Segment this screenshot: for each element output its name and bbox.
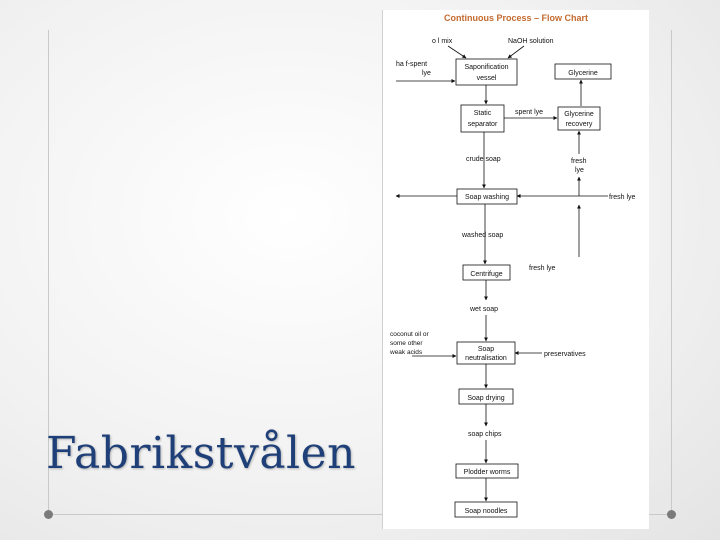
box-neutral-l2: neutralisation bbox=[465, 355, 507, 362]
box-neutral-l1: Soap bbox=[478, 346, 494, 353]
label-preservatives: preservatives bbox=[544, 351, 586, 358]
box-soap-washing-label: Soap washing bbox=[465, 194, 509, 201]
box-plodder-label: Plodder worms bbox=[464, 469, 511, 476]
label-coconut-2: some other bbox=[390, 340, 423, 347]
label-spent-lye: spent lye bbox=[515, 109, 543, 116]
label-fresh-lye-v2: lye bbox=[575, 167, 584, 174]
box-saponification-l2: vessel bbox=[477, 75, 497, 82]
box-centrifuge bbox=[462, 264, 511, 281]
edge-oil-to-sap bbox=[447, 45, 467, 59]
box-static-l2: separator bbox=[468, 121, 498, 128]
box-static-l1: Static bbox=[474, 110, 492, 117]
slide-title: Fabrikstvålen bbox=[46, 428, 357, 479]
edge-naoh-to-sap bbox=[507, 45, 525, 59]
box-glycerine-label: Glycerine bbox=[568, 70, 598, 77]
label-soap-chips: soap chips bbox=[468, 431, 502, 438]
box-soap-washing bbox=[456, 188, 518, 205]
label-fresh-lye-right: fresh lye bbox=[609, 194, 636, 201]
box-soap-drying-label: Soap drying bbox=[467, 395, 504, 402]
box-saponification bbox=[455, 58, 518, 86]
box-glycerine-recovery bbox=[557, 106, 601, 131]
box-plodder-worms bbox=[455, 463, 519, 479]
label-washed-soap: washed soap bbox=[461, 232, 503, 239]
box-soap-noodles-label: Soap noodles bbox=[465, 508, 508, 515]
box-saponification-l1: Saponification bbox=[465, 64, 509, 71]
label-half-spent-2: lye bbox=[422, 70, 431, 77]
label-fresh-lye-mid: fresh lye bbox=[529, 265, 556, 272]
label-oil-mix: o l mix bbox=[432, 38, 453, 45]
label-half-spent-1: ha f-spent bbox=[396, 61, 427, 68]
flow-chart: Continuous Process – Flow Chart o l mix … bbox=[389, 13, 636, 518]
box-soap-noodles bbox=[454, 501, 518, 518]
chart-title: Continuous Process – Flow Chart bbox=[444, 13, 588, 23]
frame-left-line bbox=[48, 30, 49, 510]
flow-chart-image: Continuous Process – Flow Chart o l mix … bbox=[382, 10, 649, 529]
box-static-separator bbox=[460, 104, 505, 133]
box-glyc-rec-l1: Glycerine bbox=[564, 111, 594, 118]
box-centrifuge-label: Centrifuge bbox=[470, 271, 502, 278]
frame-right-line bbox=[671, 30, 672, 510]
label-wet-soap: wet soap bbox=[469, 306, 498, 313]
label-fresh-lye-v1: fresh bbox=[571, 158, 587, 165]
box-glyc-rec-l2: recovery bbox=[566, 121, 593, 128]
label-coconut-1: coconut oil or bbox=[390, 331, 429, 338]
label-naoh: NaOH solution bbox=[508, 38, 554, 45]
frame-dot-left bbox=[44, 510, 53, 519]
frame-dot-right bbox=[667, 510, 676, 519]
label-crude-soap: crude soap bbox=[466, 156, 501, 163]
frame-bottom-line bbox=[48, 514, 672, 515]
label-coconut-3: weak acids bbox=[389, 349, 423, 356]
box-glycerine bbox=[554, 63, 612, 80]
